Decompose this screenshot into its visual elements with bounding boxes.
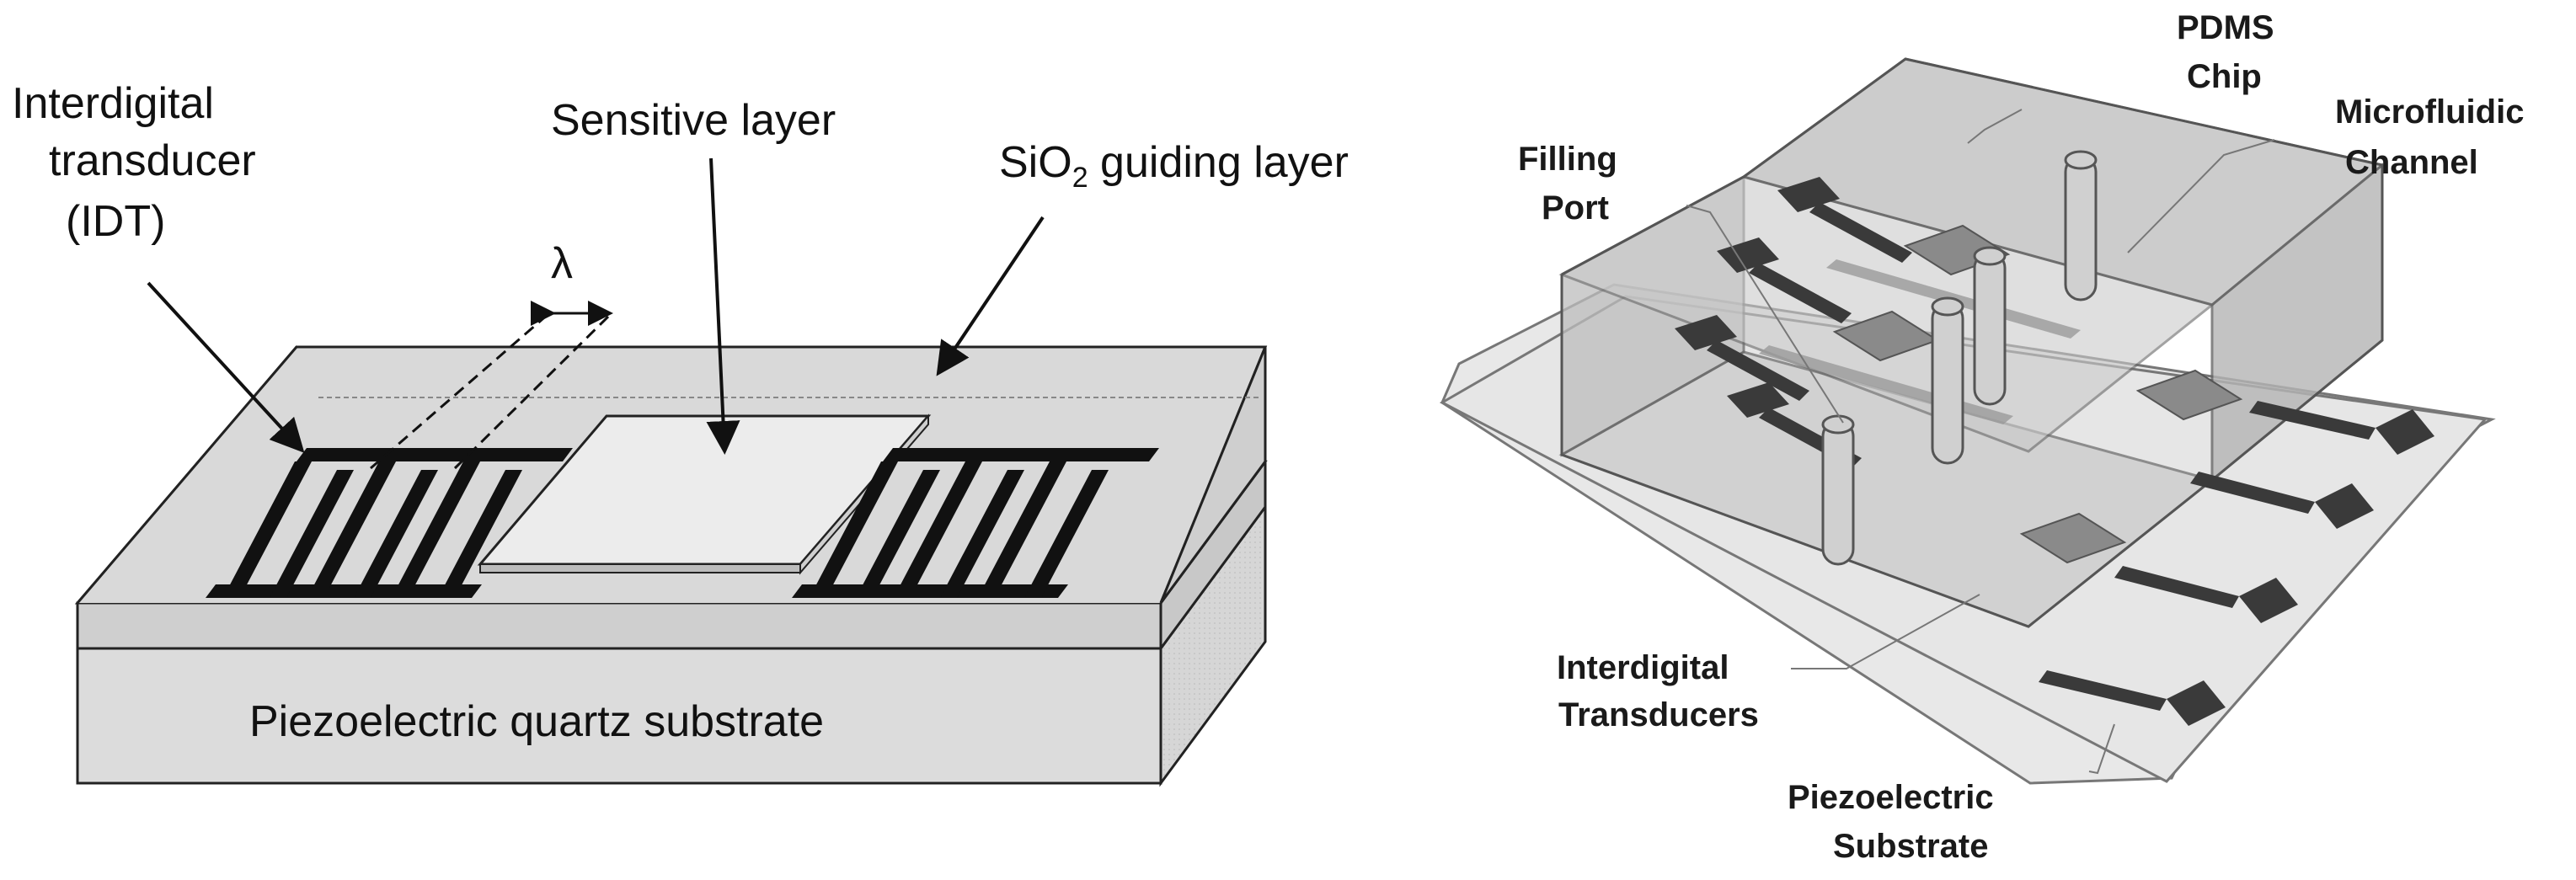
guiding-layer-label: SiO2 guiding layer — [999, 138, 1349, 194]
leader-lines — [1686, 109, 2275, 775]
idt-right-label-line1: Interdigital — [1557, 649, 1729, 686]
guiding-suffix: guiding layer — [1088, 138, 1349, 187]
filling-port-label-line2: Port — [1542, 189, 1609, 227]
electrodes — [1675, 177, 2434, 726]
idt-label-line3: (IDT) — [66, 197, 165, 246]
microfluidic-label-line1: Microfluidic — [2335, 93, 2524, 131]
guiding-sub: 2 — [1072, 162, 1088, 194]
filling-port-label-line1: Filling — [1518, 141, 1617, 178]
sensitive-layer-edge — [479, 563, 801, 573]
guiding-arrow — [936, 216, 1045, 376]
idt-right-label-line2: Transducers — [1558, 696, 1759, 733]
pdms-label-line2: Chip — [2187, 58, 2262, 95]
idt-label-line2: transducer — [49, 136, 256, 185]
microfluidic-label-line2: Channel — [2345, 144, 2478, 181]
right-chip-diagram: PDMS Chip Microfluidic Channel Filling P… — [1439, 9, 2524, 865]
piezo-substrate-label-line1: Piezoelectric — [1788, 779, 1994, 816]
pdms-label-line1: PDMS — [2177, 9, 2274, 46]
guiding-prefix: SiO — [999, 138, 1072, 187]
substrate-label: Piezoelectric quartz substrate — [249, 697, 824, 746]
sensitive-arrow — [706, 157, 740, 455]
left-idt — [206, 448, 573, 598]
lambda-label: λ — [551, 239, 573, 288]
guiding-side-fill — [1159, 346, 1267, 604]
pdms-outline — [1560, 57, 2384, 628]
idt-label-line1: Interdigital — [12, 79, 214, 128]
right-idt — [792, 448, 1159, 598]
filling-ports — [1821, 150, 2098, 566]
sensitive-layer-label: Sensitive layer — [551, 96, 836, 145]
left-saw-diagram: Interdigital transducer (IDT) Sensitive … — [12, 79, 1349, 787]
piezo-substrate-label-line2: Substrate — [1833, 828, 1989, 865]
idt-arrow — [147, 281, 305, 453]
guiding-layer-front — [76, 601, 1162, 650]
lambda-dash-1 — [370, 312, 550, 470]
